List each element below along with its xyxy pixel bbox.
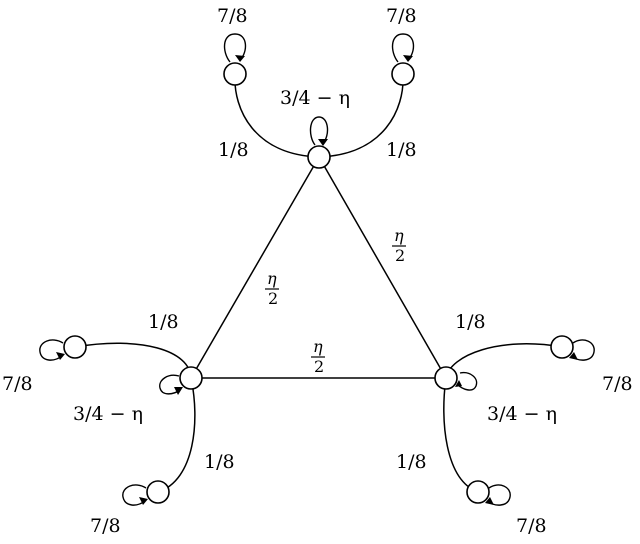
- label-edge-left: η 2: [265, 269, 279, 308]
- svg-text:η: η: [313, 337, 323, 356]
- node-outer-left-lower: [146, 480, 170, 504]
- label-center-top-loop: 3/4 − η: [280, 87, 350, 109]
- node-outer-left-upper: [63, 335, 87, 359]
- edge-top-right: [318, 156, 447, 379]
- label-spoke-right-upper: 1/8: [455, 311, 486, 333]
- svg-text:η: η: [394, 226, 404, 245]
- label-outer-right-lower: 7/8: [516, 515, 547, 537]
- spoke-top-right: [318, 73, 404, 158]
- node-outer-top-right: [391, 62, 415, 86]
- label-outer-left-upper: 7/8: [2, 373, 33, 395]
- node-center-right: [434, 366, 458, 390]
- svg-text:2: 2: [314, 357, 324, 376]
- self-loop-outer-top-left: [223, 33, 247, 63]
- spoke-right-lower: [443, 377, 479, 493]
- node-outer-top-left: [223, 62, 247, 86]
- label-center-left-loop: 3/4 − η: [73, 403, 143, 425]
- label-edge-bottom: η 2: [311, 337, 325, 376]
- label-center-right-loop: 3/4 − η: [487, 403, 557, 425]
- label-spoke-left-lower: 1/8: [204, 451, 235, 473]
- label-outer-left-lower: 7/8: [90, 515, 121, 537]
- svg-text:2: 2: [395, 246, 405, 265]
- self-loop-outer-top-right: [391, 33, 415, 63]
- spoke-top-left: [234, 73, 320, 158]
- label-spoke-left-upper: 1/8: [148, 311, 179, 333]
- node-center-left: [179, 366, 203, 390]
- self-loop-outer-right-upper: [569, 339, 595, 361]
- svg-text:2: 2: [268, 289, 278, 308]
- label-outer-top-right: 7/8: [386, 5, 417, 27]
- svg-text:η: η: [267, 269, 277, 288]
- label-spoke-top-left: 1/8: [218, 139, 249, 161]
- node-center-top: [307, 145, 331, 169]
- self-loop-center-top: [309, 116, 329, 146]
- label-edge-right: η 2: [392, 226, 406, 265]
- label-outer-right-upper: 7/8: [602, 373, 633, 395]
- edge-top-left: [190, 156, 320, 379]
- label-spoke-right-lower: 1/8: [396, 451, 427, 473]
- self-loop-center-right: [455, 371, 478, 391]
- spoke-left-upper: [74, 342, 192, 379]
- self-loop-center-left: [159, 374, 183, 395]
- self-loop-outer-left-upper: [39, 339, 65, 361]
- node-outer-right-upper: [550, 335, 574, 359]
- self-loop-outer-right-lower: [485, 484, 511, 506]
- label-outer-top-left: 7/8: [217, 5, 248, 27]
- self-loop-outer-left-lower: [122, 484, 148, 506]
- label-spoke-top-right: 1/8: [386, 139, 417, 161]
- node-outer-right-lower: [466, 480, 490, 504]
- spoke-left-lower: [157, 377, 196, 493]
